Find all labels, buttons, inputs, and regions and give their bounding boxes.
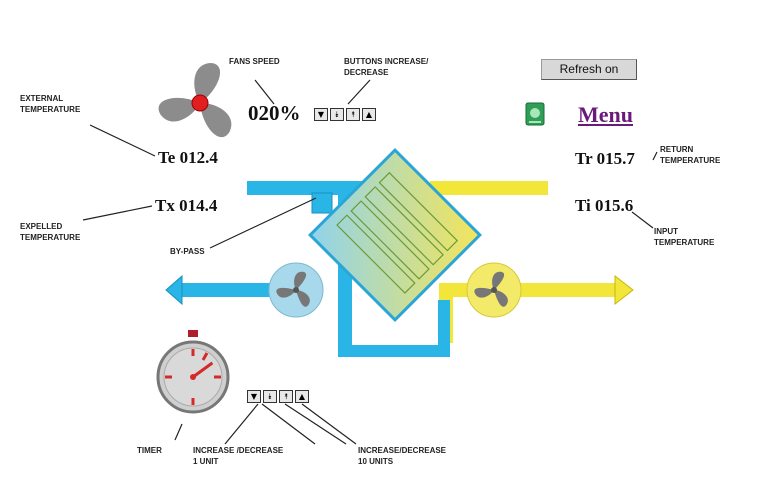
input-temp-label-line1: INPUT xyxy=(654,227,678,236)
menu-link[interactable]: Menu xyxy=(578,102,633,127)
inc10-label-line2: 10 UNITS xyxy=(358,457,394,466)
heat-exchanger xyxy=(308,148,482,322)
refresh-button[interactable]: Refresh on xyxy=(541,59,637,80)
fan-increase-1-button[interactable]: ⯭ xyxy=(346,108,360,121)
buttons-label-line2: DECREASE xyxy=(344,68,389,77)
ti-reading: Ti 015.6 xyxy=(575,196,634,215)
return-temp-label-line1: RETURN xyxy=(660,145,694,154)
timer-label: TIMER xyxy=(137,446,162,455)
stopwatch-icon xyxy=(156,330,230,414)
fan-icon xyxy=(158,63,232,138)
te-reading: Te 012.4 xyxy=(158,148,218,167)
fans-speed-label: FANS SPEED xyxy=(229,57,280,66)
buttons-label-line1: BUTTONS INCREASE/ xyxy=(344,57,429,66)
expelled-temp-label-line1: EXPELLED xyxy=(20,222,63,231)
timer-decrease-1-button[interactable]: ⯯ xyxy=(263,390,277,403)
fan-increase-10-button[interactable]: ▲ xyxy=(362,108,376,121)
fan-decrease-10-button[interactable]: ▼ xyxy=(314,108,328,121)
tx-reading: Tx 014.4 xyxy=(155,196,218,215)
supply-fan-icon xyxy=(466,262,522,318)
timer-decrease-10-button[interactable]: ▼ xyxy=(247,390,261,403)
fan-decrease-1-button[interactable]: ⯯ xyxy=(330,108,344,121)
leader-lines xyxy=(82,79,658,445)
timer-increase-10-button[interactable]: ▲ xyxy=(295,390,309,403)
fan-speed-value: 020% xyxy=(248,101,301,125)
inc1-label-line1: INCREASE /DECREASE xyxy=(193,446,284,455)
external-temp-label-line2: TEMPERATURE xyxy=(20,105,81,114)
return-temp-label-line2: TEMPERATURE xyxy=(660,156,721,165)
green-gear-icon[interactable] xyxy=(525,102,545,126)
timer-increase-1-button[interactable]: ⯭ xyxy=(279,390,293,403)
inc1-label-line2: 1 UNIT xyxy=(193,457,219,466)
bypass-label: BY-PASS xyxy=(170,247,205,256)
exhaust-fan-icon xyxy=(268,262,324,318)
external-temp-label-line1: EXTERNAL xyxy=(20,94,64,103)
inc10-label-line1: INCREASE/DECREASE xyxy=(358,446,447,455)
timer-buttons: ▼ ⯯ ⯭ ▲ xyxy=(247,390,309,403)
expelled-temp-label-line2: TEMPERATURE xyxy=(20,233,81,242)
input-temp-label-line2: TEMPERATURE xyxy=(654,238,715,247)
tr-reading: Tr 015.7 xyxy=(575,149,635,168)
timer-hand xyxy=(192,361,214,379)
fan-speed-buttons: ▼ ⯯ ⯭ ▲ xyxy=(314,108,376,121)
